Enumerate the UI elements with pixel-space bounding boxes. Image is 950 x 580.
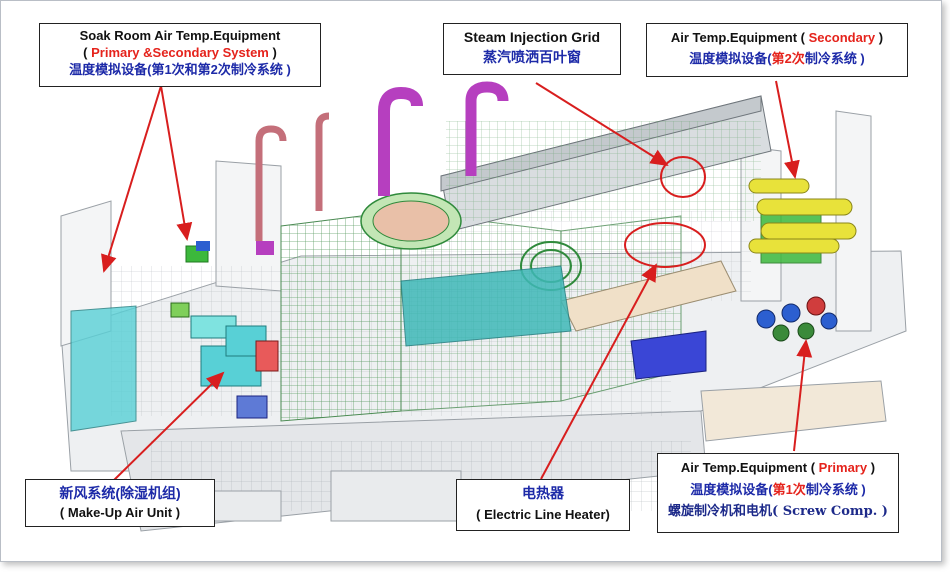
- air-secondary-cn-highlight: 第2次: [771, 51, 805, 66]
- steam-injection-duct: [440, 95, 772, 332]
- callout-air-secondary: Air Temp.Equipment ( Secondary ) 温度模拟设备(…: [646, 23, 908, 77]
- callout-steam-grid: Steam Injection Grid 蒸汽喷洒百叶窗: [443, 23, 621, 75]
- heater-en: ( Electric Line Heater): [476, 507, 610, 522]
- air-primary-highlight: Primary: [818, 460, 868, 475]
- soak-room-title: Soak Room Air Temp.Equipment: [79, 28, 281, 43]
- callout-air-primary: Air Temp.Equipment ( Primary ) 温度模拟设备(第1…: [657, 453, 899, 533]
- air-secondary-paren-close: ): [878, 30, 884, 45]
- heater-cn: 电热器: [522, 485, 564, 501]
- air-secondary-title-line: Air Temp.Equipment ( Secondary ): [653, 27, 901, 48]
- makeup-air-cn: 新风系统(除湿机组): [59, 485, 181, 501]
- air-primary-cn-prefix: 温度模拟设备(: [690, 482, 773, 497]
- exhaust-stacks: [255, 81, 509, 255]
- air-primary-paren-close: ): [870, 460, 876, 475]
- heater-highlight-circle: [624, 222, 706, 268]
- air-primary-cn2: 螺旋制冷机和电机( Screw Comp. ): [668, 504, 888, 519]
- makeup-air-en: ( Make-Up Air Unit ): [59, 505, 181, 520]
- soak-room-subtitle: ( Primary &Secondary System ): [46, 44, 314, 61]
- air-secondary-paren-open: (: [800, 30, 806, 45]
- steam-grid-cn: 蒸汽喷洒百叶窗: [483, 49, 581, 65]
- air-primary-cn-line: 温度模拟设备(第1次制冷系统 ): [664, 479, 892, 501]
- air-secondary-highlight: Secondary: [808, 30, 876, 45]
- air-secondary-cn-suffix: 制冷系统 ): [804, 51, 865, 66]
- ribbed-green-duct: [360, 192, 582, 291]
- callout-arrows: [101, 80, 813, 484]
- callout-makeup-air: 新风系统(除湿机组) ( Make-Up Air Unit ): [25, 479, 215, 527]
- steam-grid-highlight-circle: [660, 156, 706, 198]
- diagram-frame: Soak Room Air Temp.Equipment ( Primary &…: [0, 0, 942, 562]
- air-primary-cn-suffix: 制冷系统 ): [805, 482, 866, 497]
- air-primary-paren-open: (: [810, 460, 816, 475]
- plant-3d-drawing: [60, 80, 907, 532]
- air-secondary-cn-line: 温度模拟设备(第2次制冷系统 ): [653, 48, 901, 69]
- air-primary-cn-highlight: 第1次: [772, 482, 806, 497]
- teal-ducting: [70, 265, 572, 432]
- soak-room-paren-open: (: [83, 45, 88, 60]
- secondary-air-temp-equipment: [748, 178, 857, 264]
- air-secondary-cn-prefix: 温度模拟设备(: [689, 51, 772, 66]
- callout-soak-room: Soak Room Air Temp.Equipment ( Primary &…: [39, 23, 321, 87]
- air-primary-title-line: Air Temp.Equipment ( Primary ): [664, 457, 892, 479]
- soak-room-system: Primary &Secondary System: [91, 45, 269, 60]
- steam-grid-title: Steam Injection Grid: [463, 29, 601, 45]
- callout-heater: 电热器 ( Electric Line Heater): [456, 479, 630, 531]
- soak-room-cn: 温度模拟设备(第1次和第2次制冷系统 ): [69, 62, 291, 77]
- air-primary-title: Air Temp.Equipment: [680, 460, 808, 475]
- screw-compressors: [756, 296, 838, 342]
- air-secondary-title: Air Temp.Equipment: [670, 30, 798, 45]
- equipment-boxes: [170, 241, 707, 419]
- soak-room-paren-close: ): [272, 45, 277, 60]
